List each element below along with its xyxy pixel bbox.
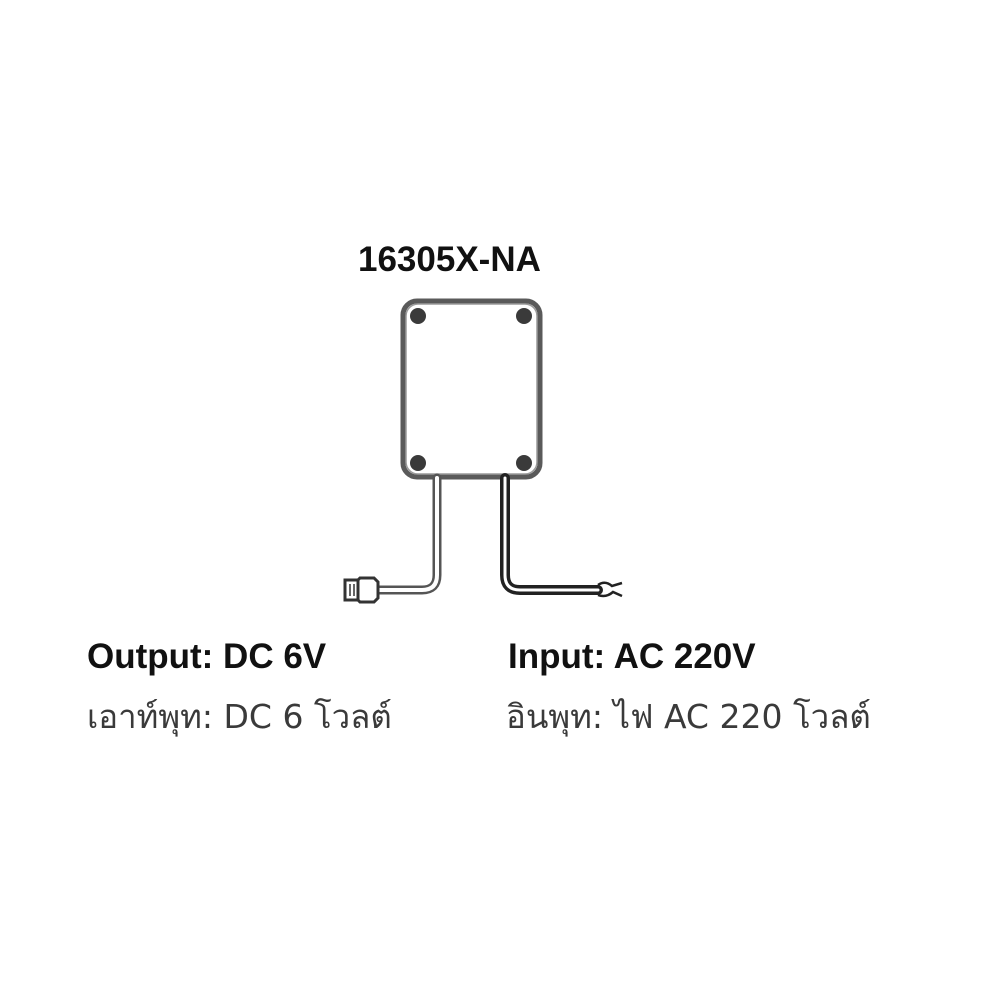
- input-cable: [500, 473, 603, 595]
- input-label-en: Input: AC 220V: [508, 637, 756, 676]
- input-label-th: อินพุท: ไฟ AC 220 โวลต์: [506, 697, 871, 736]
- output-label-th: เอาท์พุท: DC 6 โวลต์: [87, 697, 392, 736]
- connector-plug-icon: [343, 576, 380, 604]
- bare-wire-end-icon: [597, 581, 623, 598]
- transformer-box: [400, 298, 543, 480]
- output-cable: [373, 473, 442, 595]
- output-label-en: Output: DC 6V: [87, 637, 327, 676]
- screw-icon: [410, 308, 532, 471]
- model-title: 16305X-NA: [358, 240, 541, 279]
